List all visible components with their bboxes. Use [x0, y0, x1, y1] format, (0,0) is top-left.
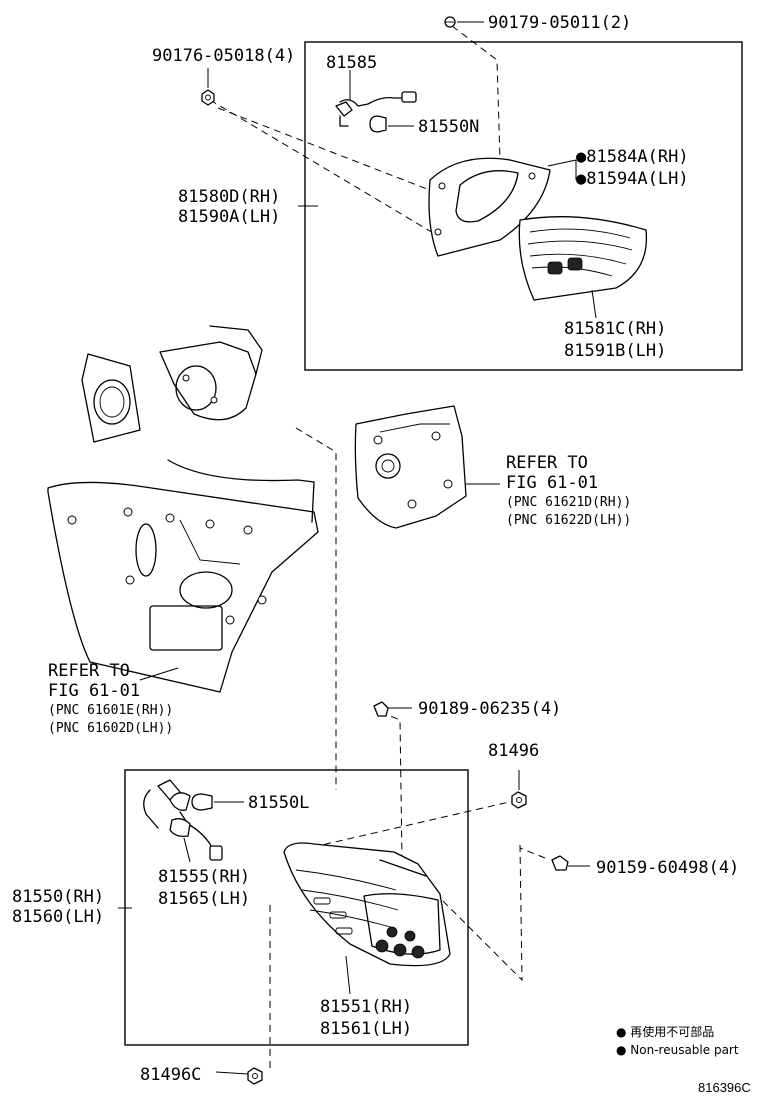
bracket-61621D-icon [354, 405, 467, 529]
label-81550: 81550(RH) [12, 887, 104, 907]
label-81565: 81565(LH) [158, 889, 250, 909]
label-81561: 81561(LH) [320, 1019, 412, 1039]
lamp-lens-81551-icon [283, 842, 451, 967]
refer-label-1-line2: FIG 61-01 [506, 473, 598, 493]
bulb-81550L-icon [191, 793, 213, 811]
nut-81496C-icon [247, 1067, 263, 1085]
socket-wire-81555-icon [143, 779, 223, 861]
label-81581C: 81581C(RH) [564, 319, 666, 339]
refer-label-1-pnc-lh: (PNC 61622D(LH)) [506, 513, 631, 528]
rear-panel-61601E-icon [47, 325, 319, 693]
refer-label-1-pnc-rh: (PNC 61621D(RH)) [506, 495, 631, 510]
label-81550L: 81550L [248, 793, 309, 813]
label-81585: 81585 [326, 53, 377, 73]
legend-japanese: ● 再使用不可部品 [616, 1024, 714, 1039]
diagram-code: 816396C [698, 1080, 751, 1095]
label-81560: 81560(LH) [12, 907, 104, 927]
label-81591B: 81591B(LH) [564, 341, 666, 361]
label-90189-06235: 90189-06235(4) [418, 699, 561, 719]
label-90179-05011: 90179-05011(2) [488, 13, 631, 33]
refer-label-1-line1: REFER TO [506, 453, 588, 473]
label-81590A: 81590A(LH) [178, 207, 280, 227]
legend-english: ● Non-reusable part [616, 1043, 739, 1057]
label-90176-05018: 90176-05018(4) [152, 46, 295, 66]
refer-label-2-line1: REFER TO [48, 661, 130, 681]
refer-label-2-line2: FIG 61-01 [48, 681, 140, 701]
label-81551: 81551(RH) [320, 997, 412, 1017]
socket-wire-81585-icon [335, 91, 417, 127]
refer-label-2-pnc-lh: (PNC 61602D(LH)) [48, 721, 173, 736]
screw-90159-icon [551, 855, 569, 871]
nut-90176-icon [201, 89, 215, 106]
refer-label-2-pnc-rh: (PNC 61601E(RH)) [48, 703, 173, 718]
bulb-81550N-icon [369, 115, 387, 133]
nut-81496-icon [511, 791, 527, 809]
label-81496C: 81496C [140, 1065, 201, 1085]
label-81580D: 81580D(RH) [178, 187, 280, 207]
label-81555: 81555(RH) [158, 867, 250, 887]
bolt-90179-icon [444, 16, 456, 28]
label-81584A: ●81584A(RH) [576, 147, 689, 167]
label-90159-60498: 90159-60498(4) [596, 858, 739, 878]
lamp-lens-81581C-icon [518, 216, 648, 301]
screw-90189-icon [373, 701, 389, 717]
label-81594A: ●81594A(LH) [576, 169, 689, 189]
label-81550N: 81550N [418, 117, 479, 137]
label-81496: 81496 [488, 741, 539, 761]
gasket-81584A-icon [428, 157, 551, 257]
